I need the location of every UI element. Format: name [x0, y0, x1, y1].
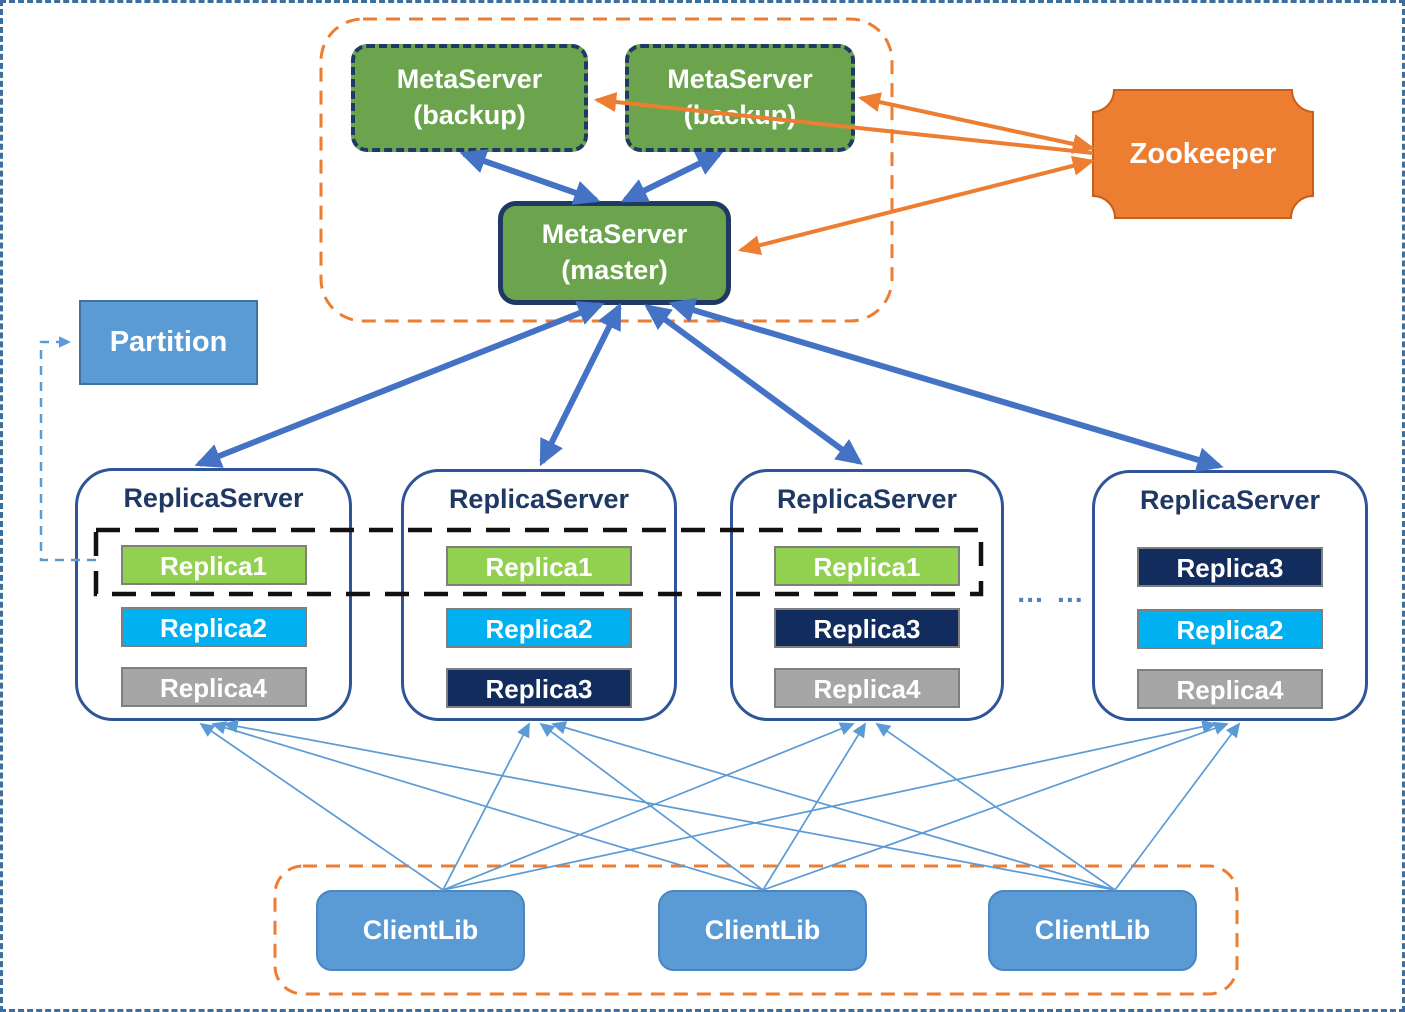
- arrow-master-backup2: [620, 151, 724, 203]
- replica-server-3: ReplicaServer Replica1 Replica3 Replica4: [730, 469, 1004, 721]
- arrow-client3-rs3: [875, 722, 1116, 891]
- arrow-client2-rs2: [539, 722, 764, 891]
- replica-chip: Replica3: [774, 608, 960, 648]
- arrow-client1-rs3: [442, 722, 855, 891]
- metaserver-master-line2: (master): [561, 255, 668, 285]
- replica-chip: Replica1: [120, 545, 307, 585]
- metaserver-backup-1-line2: (backup): [413, 100, 526, 130]
- metaserver-backup-1-line1: MetaServer: [396, 64, 543, 95]
- partition-box: Partition: [79, 300, 258, 385]
- client-replica-arrows: [199, 719, 1241, 891]
- zookeeper-label: Zookeeper: [1129, 137, 1277, 170]
- metaserver-backup-2-line2: (backup): [683, 100, 797, 130]
- replica-chip: Replica4: [120, 667, 307, 707]
- metaserver-backup-1: MetaServer (backup): [351, 44, 588, 152]
- arrow-client3-rs4: [1114, 722, 1241, 891]
- clientlib-1-label: ClientLib: [362, 915, 479, 945]
- arrow-zookeeper-backup2: [857, 92, 1096, 154]
- arrow-client3-rs1: [223, 719, 1116, 891]
- replica-chip: Replica4: [774, 668, 960, 708]
- arrow-client2-rs3: [762, 722, 866, 891]
- replica-server-3-title: ReplicaServer: [776, 484, 958, 514]
- metaserver-backup-2: MetaServer (backup): [625, 44, 855, 152]
- replica-server-2-title: ReplicaServer: [448, 484, 630, 514]
- metaserver-master-line1: MetaServer: [541, 219, 688, 250]
- more-servers-ellipsis: … …: [1016, 577, 1086, 608]
- clientlib-1: ClientLib: [316, 890, 525, 971]
- replica-server-1-title: ReplicaServer: [123, 483, 304, 513]
- arrow-master-rs3: [644, 304, 863, 465]
- replica-chip: Replica2: [446, 608, 632, 648]
- zookeeper-box: Zookeeper: [1092, 89, 1314, 219]
- clientlib-3: ClientLib: [988, 890, 1197, 971]
- metaserver-backup-2-line1: MetaServer: [667, 64, 813, 95]
- arrow-client2-rs4: [762, 721, 1229, 891]
- zookeeper-plaque-shape: [1092, 89, 1314, 219]
- arrow-client1-rs2: [442, 722, 530, 891]
- replica-chip: Replica4: [1137, 669, 1323, 709]
- master-backup-arrows: [459, 149, 724, 205]
- replica-server-1: ReplicaServer Replica1 Replica2 Replica4: [75, 468, 352, 721]
- clientlib-3-label: ClientLib: [1034, 915, 1151, 945]
- partition-label: Partition: [109, 326, 228, 358]
- arrow-master-rs2: [539, 302, 622, 467]
- replica-chip: Replica2: [120, 607, 307, 647]
- arrow-client2-rs1: [211, 721, 764, 891]
- replica-server-4: ReplicaServer Replica3 Replica2 Replica4: [1092, 470, 1368, 721]
- replica-chip: Replica1: [446, 546, 632, 586]
- replica-chip: Replica3: [1137, 547, 1323, 587]
- replica-chip: Replica2: [1137, 609, 1323, 649]
- arrow-client1-rs4: [442, 720, 1217, 891]
- arrow-client1-rs1: [199, 722, 444, 891]
- arrow-zookeeper-master: [737, 156, 1096, 255]
- replica-server-2: ReplicaServer Replica1 Replica2 Replica3: [401, 469, 677, 721]
- arrow-master-rs1: [194, 301, 605, 468]
- arrow-master-backup1: [459, 149, 601, 205]
- clientlib-2: ClientLib: [658, 890, 867, 971]
- master-replica-arrows: [194, 298, 1224, 472]
- arrow-master-rs4: [668, 298, 1224, 472]
- replica-chip: Replica1: [774, 546, 960, 586]
- metaserver-master: MetaServer (master): [498, 201, 731, 305]
- replica-chip: Replica3: [446, 668, 632, 708]
- clientlib-2-label: ClientLib: [704, 915, 821, 945]
- replica-server-4-title: ReplicaServer: [1139, 485, 1321, 515]
- arrow-client3-rs2: [551, 721, 1116, 891]
